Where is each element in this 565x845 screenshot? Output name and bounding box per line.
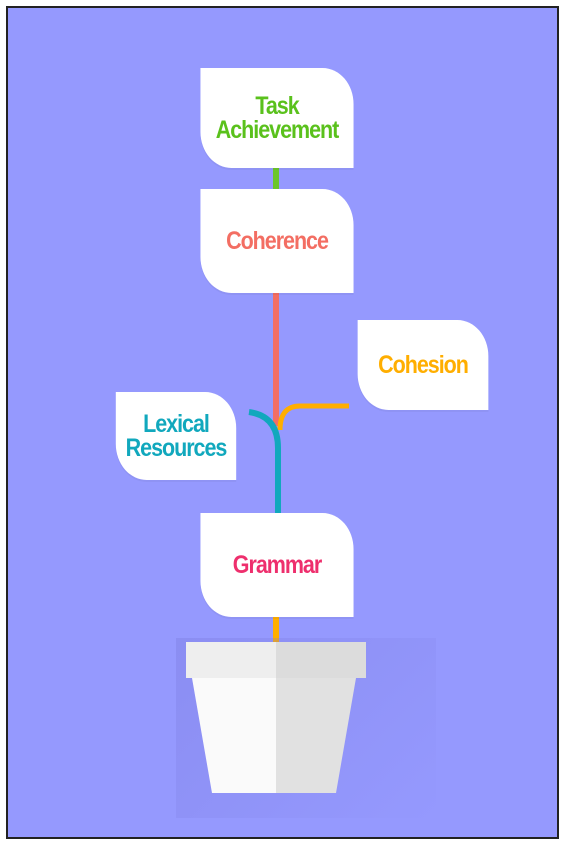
stem-cohesion xyxy=(277,403,349,431)
flower-pot xyxy=(186,642,366,793)
stem-lexical xyxy=(248,409,281,513)
pot-body-left xyxy=(192,678,276,793)
card-label-lexical-1: Resources xyxy=(125,434,228,462)
pot-rim-right xyxy=(276,642,366,678)
plant-stems xyxy=(248,168,349,642)
card-label-cohesion-0: Cohesion xyxy=(378,351,469,379)
card-cohesion: Cohesion xyxy=(357,320,489,410)
card-label-coherence-0: Coherence xyxy=(226,227,329,255)
card-coherence: Coherence xyxy=(200,189,354,293)
card-label-lexical-0: Lexical xyxy=(143,410,210,438)
card-label-task-0: Task xyxy=(255,92,299,120)
card-label-task-1: Achievement xyxy=(215,116,340,144)
card-grammar: Grammar xyxy=(200,513,354,617)
pot-body-right xyxy=(276,678,356,793)
card-label-grammar-0: Grammar xyxy=(232,551,322,579)
pot-rim-left xyxy=(186,642,276,678)
